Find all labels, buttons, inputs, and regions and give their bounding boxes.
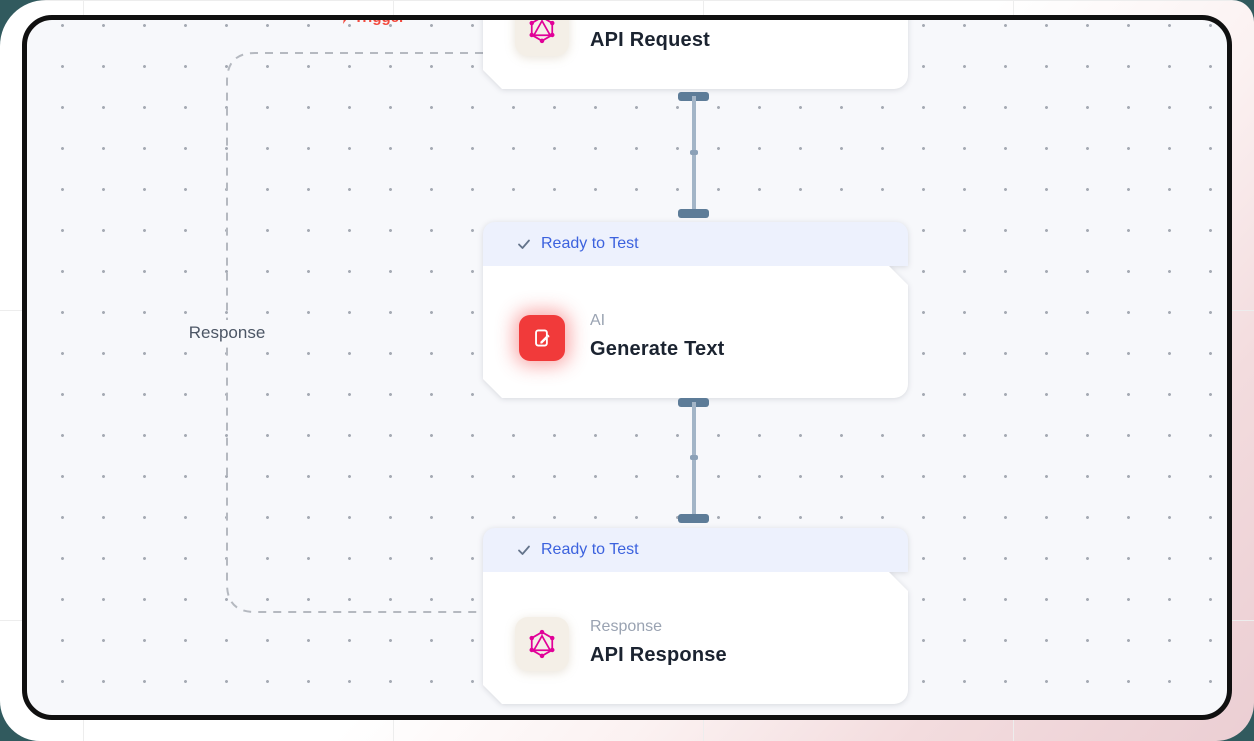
trigger-edge-label-text: Trigger — [354, 15, 405, 26]
api-request-icon — [515, 15, 569, 56]
lightning-bolt-icon — [343, 20, 347, 24]
workflow-canvas[interactable]: Trigger Response Interf — [22, 15, 1232, 720]
connector-midpoint — [690, 455, 698, 460]
check-icon — [518, 239, 530, 249]
check-icon — [518, 545, 530, 555]
connector-line — [692, 96, 696, 214]
connector-port — [678, 209, 709, 218]
node-api-response[interactable]: Ready to Test Response API — [483, 528, 908, 704]
status-badge: Ready to Test — [541, 235, 639, 252]
node-category: Interface — [590, 15, 710, 21]
generate-text-icon — [519, 315, 565, 361]
node-api-request[interactable]: Interface API Request — [483, 15, 908, 89]
response-edge-label[interactable]: Response — [176, 320, 278, 346]
node-category: AI — [590, 312, 606, 329]
trigger-edge-label[interactable]: Trigger — [340, 15, 405, 26]
node-category: Response — [590, 618, 663, 635]
node-title: API Request — [590, 29, 711, 51]
connector-midpoint — [690, 150, 698, 155]
node-generate-text[interactable]: Ready to Test AI Generate Text — [483, 222, 908, 398]
api-response-icon — [515, 617, 569, 671]
connector-line — [692, 402, 696, 518]
node-title: Generate Text — [590, 338, 725, 360]
connector-port — [678, 514, 709, 523]
status-badge: Ready to Test — [541, 541, 639, 558]
node-title: API Response — [590, 644, 727, 666]
